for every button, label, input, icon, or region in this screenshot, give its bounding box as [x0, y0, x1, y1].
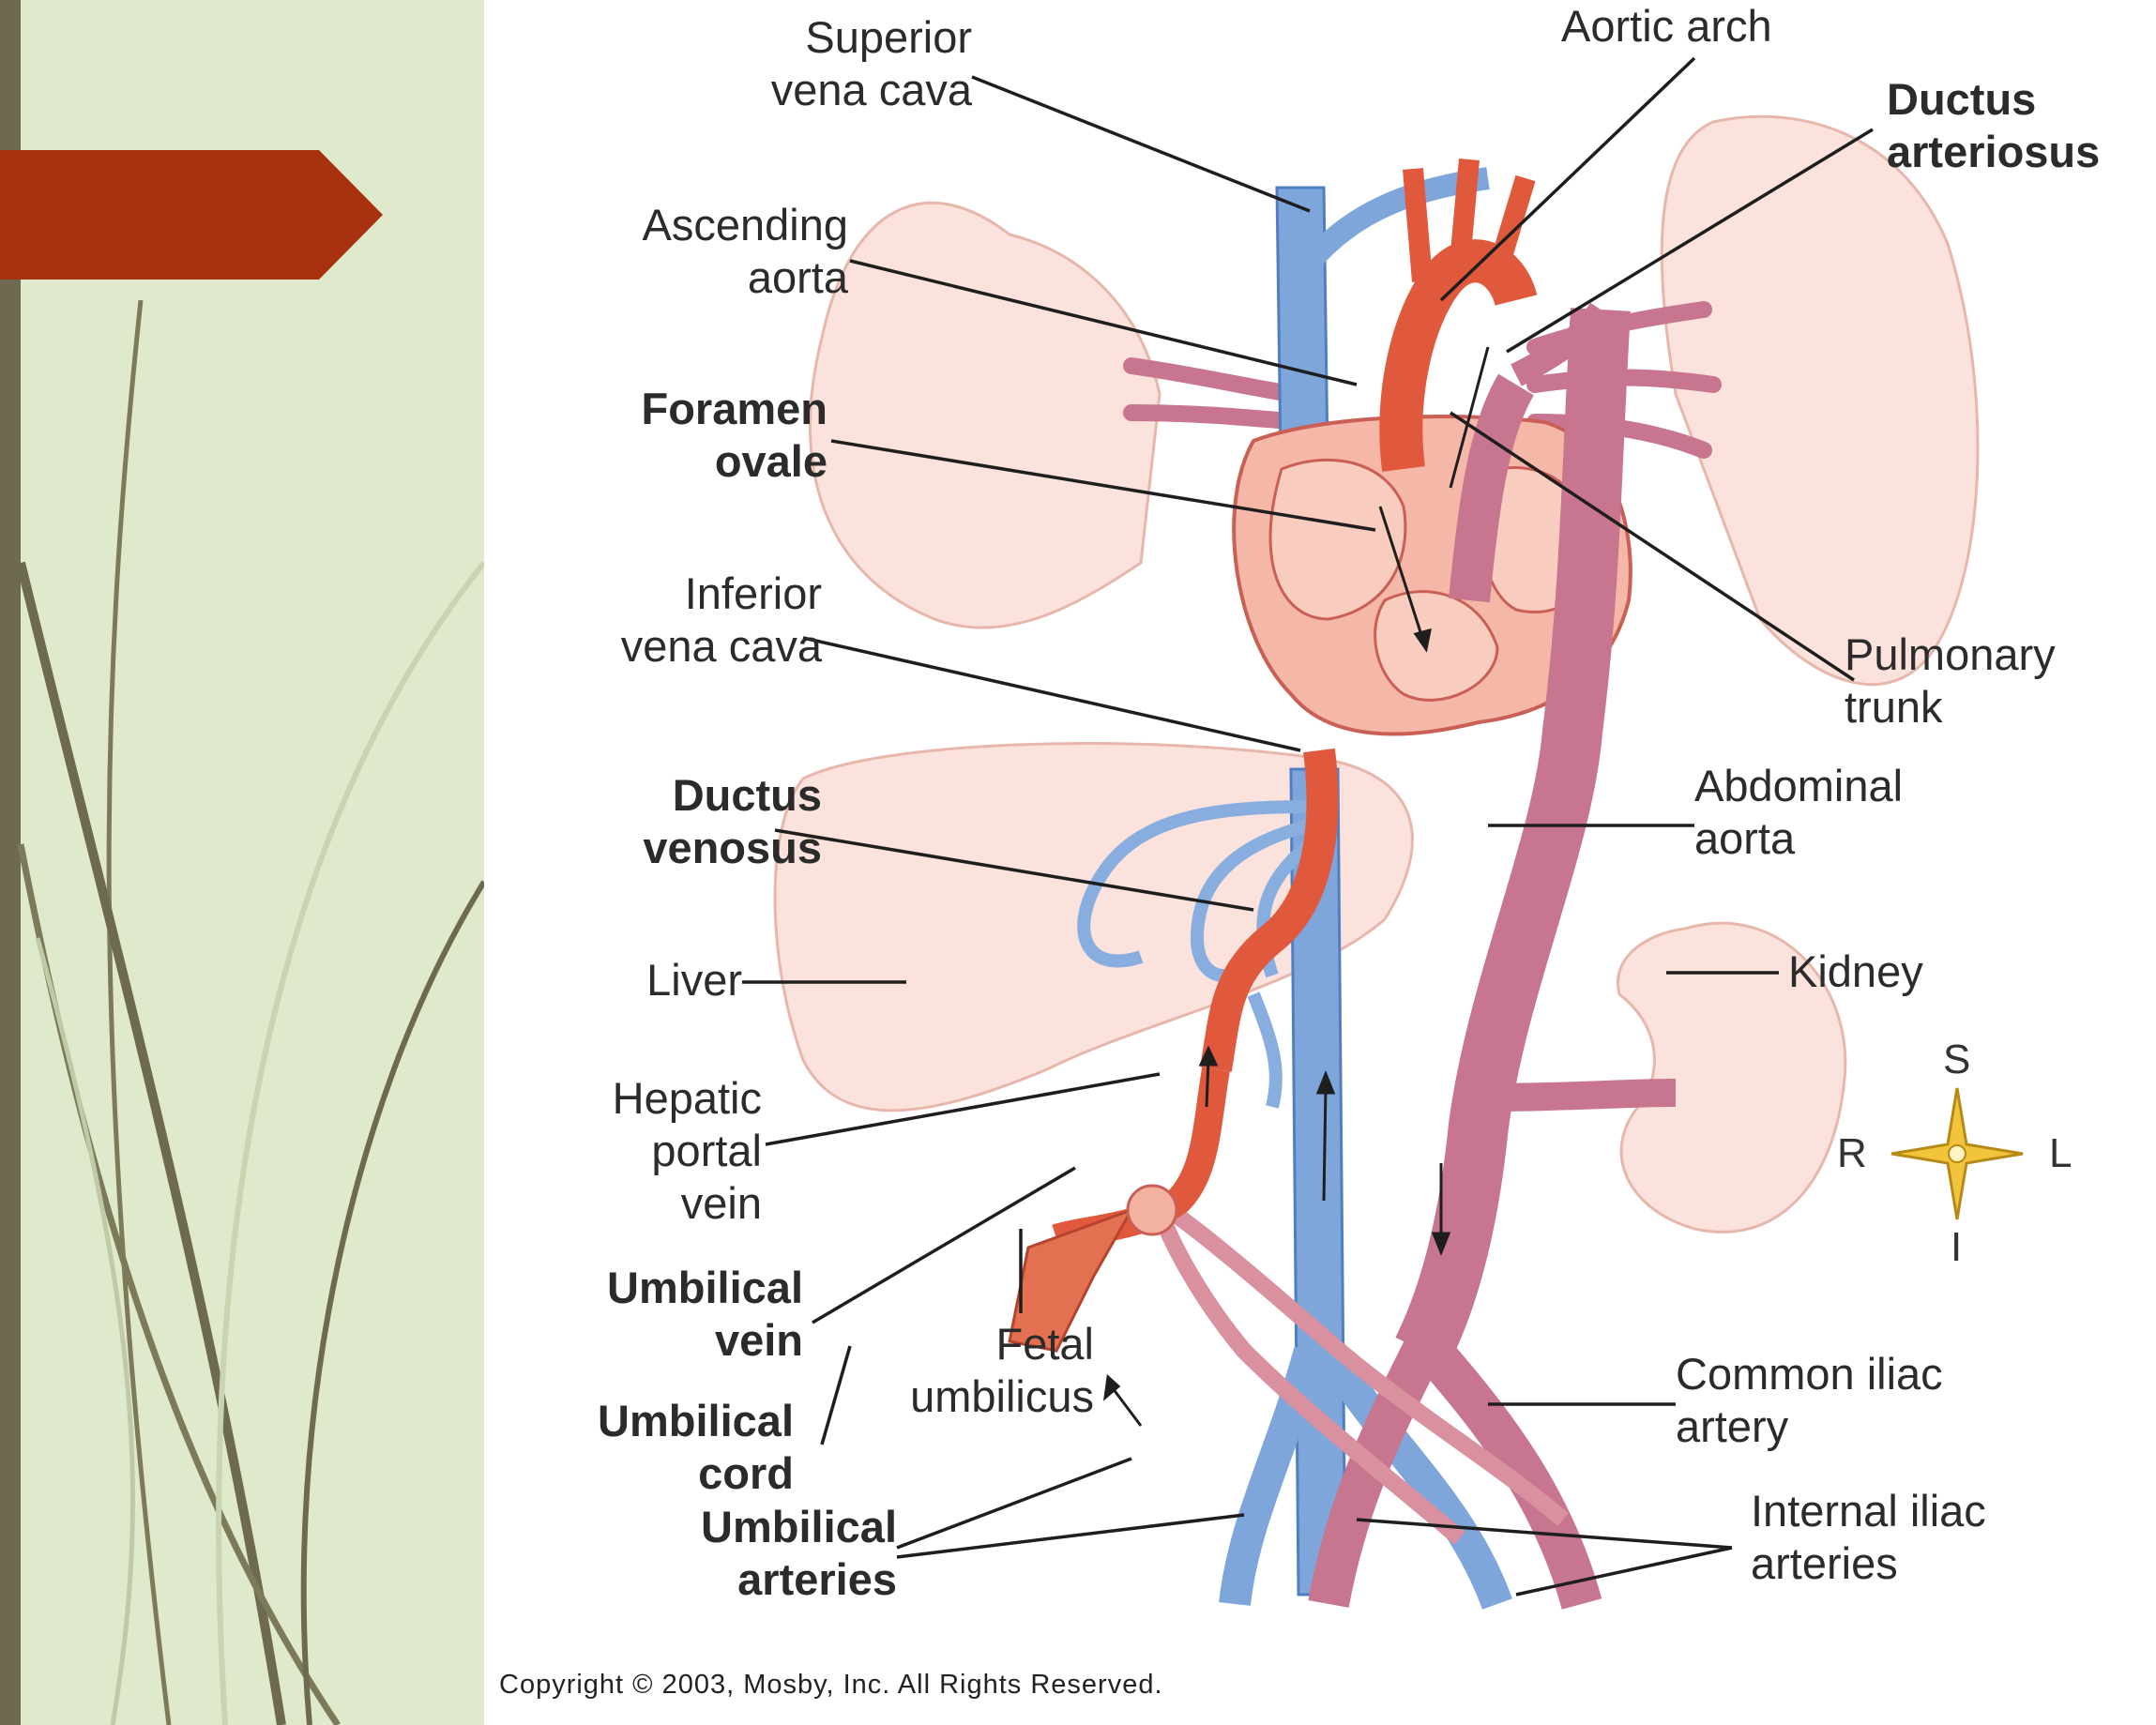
copyright-notice: Copyright © 2003, Mosby, Inc. All Rights…	[499, 1670, 1163, 1700]
umbilical-cord-segment	[1008, 1207, 1135, 1353]
label-internal-iliac-arteries: Internal iliac arteries	[1751, 1486, 1986, 1588]
label-hepatic-portal-vein: Hepatic portal vein	[612, 1073, 762, 1228]
compass-label-s: S	[1943, 1037, 1971, 1082]
umbilical-arteries-vessels	[1151, 1203, 1569, 1545]
label-umbilical-cord: Umbilical cord	[598, 1396, 794, 1498]
label-aortic-arch: Aortic arch	[1561, 1, 1772, 51]
abdominal-aorta-vessel	[1395, 308, 1631, 1365]
compass-label-i: I	[1951, 1224, 1963, 1270]
label-umbilical-vein: Umbilical vein	[607, 1263, 803, 1365]
compass-label-r: R	[1837, 1130, 1867, 1176]
ductus-venosus-vessel	[1200, 748, 1339, 1072]
fetal-umbilicus-ring	[1126, 1184, 1178, 1236]
label-liver: Liver	[646, 955, 742, 1005]
label-ductus-arteriosus: Ductus arteriosus	[1887, 74, 2101, 176]
slide-side-panel	[0, 0, 484, 1725]
label-superior-vena-cava: Superior vena cava	[737, 11, 972, 116]
label-kidney: Kidney	[1788, 946, 1923, 996]
flow-arrows	[1102, 346, 1490, 1427]
fetal-circulation-diagram: Superior vena cava Aortic arch Ductus ar…	[484, 0, 2156, 1725]
liver-organ	[773, 742, 1414, 1112]
label-ductus-venosus: Ductus venosus	[643, 770, 822, 872]
compass-rose	[1890, 1087, 2024, 1220]
kidney-organ	[1617, 921, 1847, 1233]
label-umbilical-arteries: Umbilical arteries	[701, 1502, 897, 1604]
leader-lines	[742, 56, 1874, 1596]
label-fetal-umbilicus: Fetal umbilicus	[910, 1319, 1094, 1421]
label-ascending-aorta: Ascending aorta	[642, 200, 849, 302]
compass-label-l: L	[2049, 1130, 2072, 1176]
label-foramen-ovale: Foramen ovale	[641, 384, 828, 486]
aortic-arch-branches	[1403, 159, 1536, 282]
right-lung	[809, 201, 1162, 629]
grass-decoration	[0, 0, 484, 1725]
label-pulmonary-trunk: Pulmonary trunk	[1845, 629, 2056, 732]
title-accent-tab	[0, 150, 383, 280]
label-abdominal-aorta: Abdominal aorta	[1694, 761, 1904, 863]
label-inferior-vena-cava: Inferior vena cava	[620, 568, 822, 671]
renal-artery	[1487, 1079, 1677, 1112]
left-lung	[1660, 114, 1980, 687]
label-common-iliac-artery: Common iliac artery	[1676, 1349, 1943, 1451]
pulmonary-trunk-vessel	[1449, 373, 1535, 603]
iliac-vein-vessels	[1219, 1342, 1512, 1610]
label-superior-vena-cava-text: Superior vena cava	[770, 12, 972, 114]
